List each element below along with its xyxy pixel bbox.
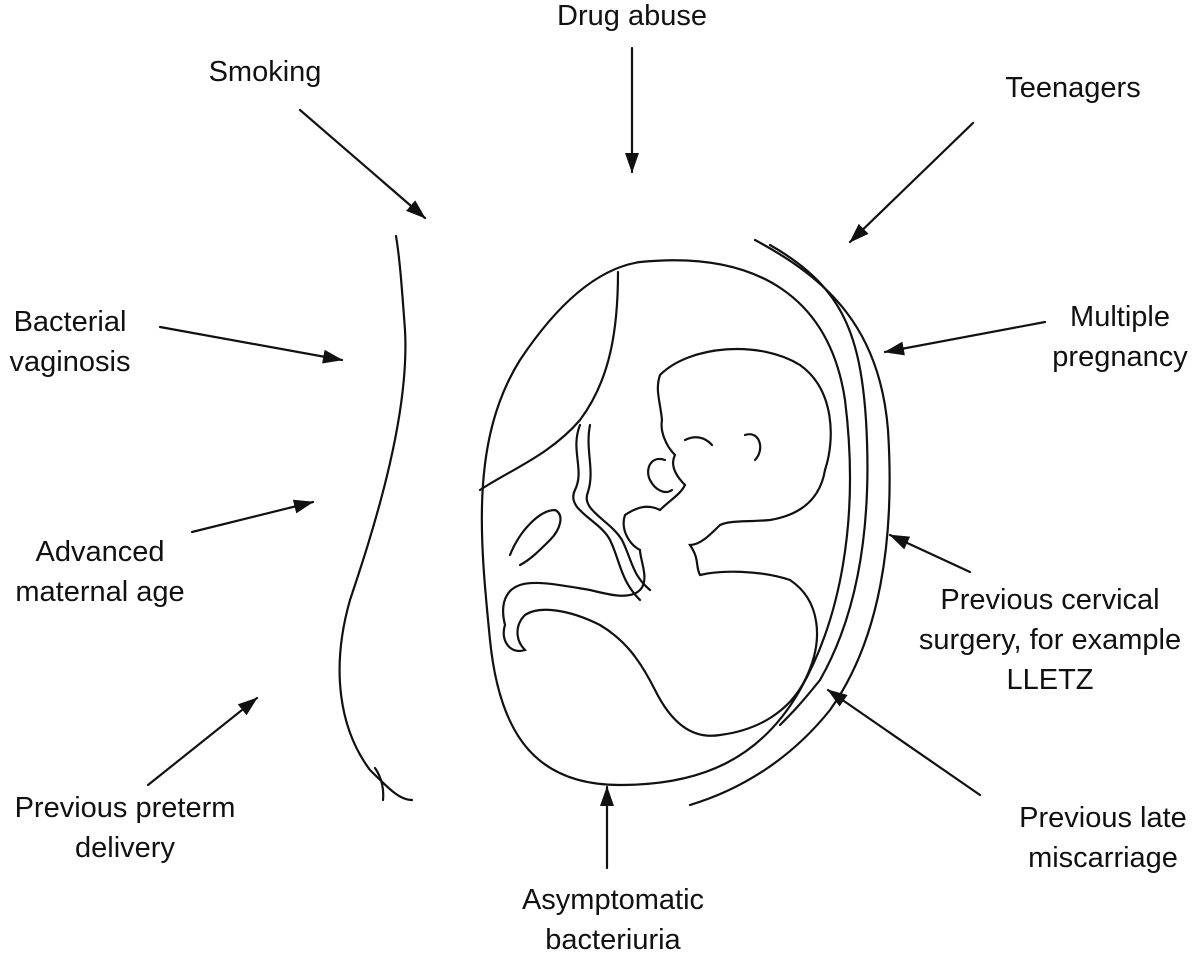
- arrow-bacterial-vaginosis: [158, 325, 344, 364]
- label-line: Previous late: [1019, 802, 1187, 834]
- fetus-ear: [743, 433, 762, 462]
- fetus-eye: [683, 436, 714, 447]
- label-smoking: Smoking: [209, 52, 322, 92]
- abdominal-wall-inner: [768, 243, 869, 727]
- label-multiple-pregnancy: Multiple pregnancy: [1052, 297, 1187, 377]
- label-previous-late-miscarriage: Previous late miscarriage: [1019, 798, 1187, 878]
- amniotic-membrane: [478, 270, 620, 492]
- label-line: surgery, for example: [918, 624, 1182, 656]
- arrow-cervical-surgery: [888, 533, 972, 574]
- arrow-multiple-pregnancy: [883, 320, 1047, 356]
- fetus-outline: [502, 347, 832, 737]
- label-line: Drug abuse: [557, 0, 707, 32]
- label-bacterial-vaginosis: Bacterial vaginosis: [10, 302, 131, 382]
- label-line: delivery: [75, 832, 175, 864]
- uterus-outline: [480, 259, 852, 787]
- label-previous-preterm-delivery: Previous preterm delivery: [15, 788, 236, 868]
- fetus-hand: [647, 457, 674, 494]
- label-line: Previous cervical: [940, 584, 1160, 616]
- label-line: Smoking: [208, 56, 322, 88]
- arrow-preterm-delivery: [146, 696, 259, 787]
- label-line: Advanced: [35, 536, 165, 568]
- label-drug-abuse: Drug abuse: [557, 0, 707, 36]
- label-line: Bacterial: [13, 306, 127, 338]
- label-line: maternal age: [15, 576, 185, 608]
- fetus-leg: [508, 508, 562, 567]
- maternal-back-outline: [338, 234, 414, 802]
- label-line: LLETZ: [1006, 664, 1094, 696]
- label-line: Asymptomatic: [521, 884, 705, 916]
- label-advanced-maternal-age: Advanced maternal age: [15, 532, 184, 612]
- maternal-back-detail: [373, 766, 385, 802]
- label-line: Teenagers: [1005, 72, 1141, 104]
- label-teenagers: Teenagers: [1005, 68, 1140, 108]
- label-line: vaginosis: [9, 346, 131, 378]
- arrow-teenagers: [848, 121, 975, 244]
- arrow-late-miscarriage: [826, 688, 982, 797]
- umbilical-cord: [572, 423, 652, 602]
- label-line: pregnancy: [1052, 341, 1188, 373]
- label-line: Multiple: [1070, 301, 1170, 333]
- label-line: bacteriuria: [545, 924, 681, 956]
- label-asymptomatic-bacteriuria: Asymptomatic bacteriuria: [522, 880, 704, 960]
- arrow-smoking: [298, 108, 427, 220]
- arrow-advanced-maternal-age: [190, 499, 315, 534]
- label-line: miscarriage: [1028, 842, 1178, 874]
- abdominal-wall-outer: [688, 238, 891, 807]
- label-line: Previous preterm: [14, 792, 236, 824]
